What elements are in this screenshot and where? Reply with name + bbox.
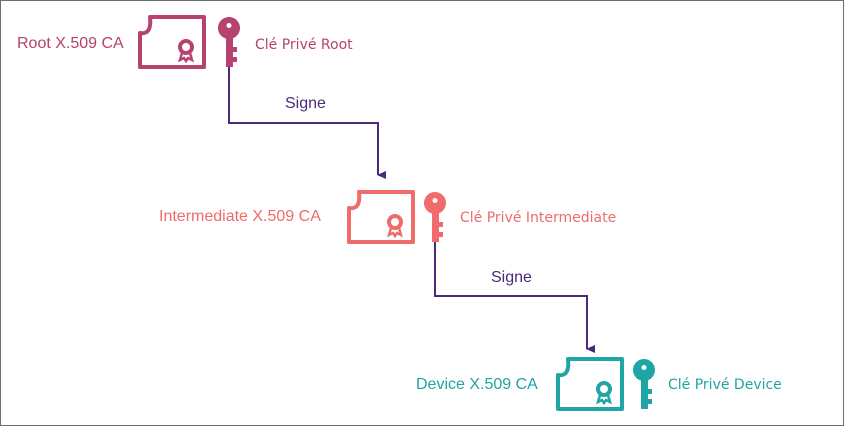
intermediate-certificate-icon xyxy=(347,190,415,244)
device-certificate-icon xyxy=(556,357,624,411)
root-key-label: Clé Privé Root xyxy=(255,37,353,53)
intermediate-key-label: Clé Privé Intermediate xyxy=(460,210,617,226)
root-ca-label: Root X.509 CA xyxy=(17,35,124,52)
intermediate-ca-label: Intermediate X.509 CA xyxy=(159,208,321,225)
device-key-label: Clé Privé Device xyxy=(668,377,782,393)
device-ca-label: Device X.509 CA xyxy=(416,376,538,393)
root-certificate-icon xyxy=(138,15,206,69)
root-key-icon xyxy=(217,17,240,67)
connector-root-to-intermediate xyxy=(228,67,386,179)
intermediate-key-icon xyxy=(423,192,446,242)
device-key-icon xyxy=(632,359,655,409)
edge-label-root-intermediate: Signe xyxy=(285,95,326,112)
edge-label-intermediate-device: Signe xyxy=(491,269,532,286)
connector-intermediate-to-device xyxy=(434,241,595,353)
